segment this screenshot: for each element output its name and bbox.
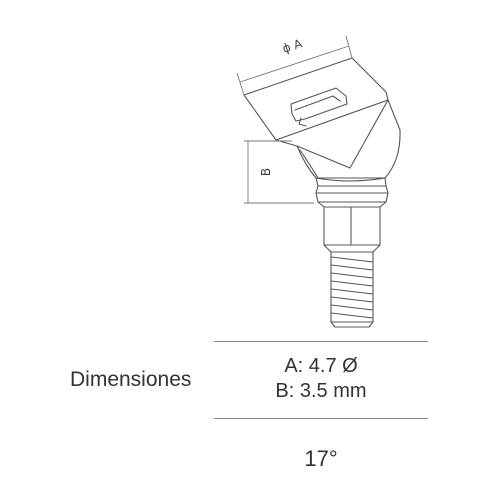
dimension-a-line <box>239 45 350 83</box>
abutment-collar <box>275 99 401 179</box>
dimension-a-label: ϕ A <box>281 36 305 56</box>
dimension-b-label: B <box>259 168 273 176</box>
screw-channel-detail <box>290 87 348 122</box>
spec-dimension-b: B: 3.5 mm <box>275 380 367 402</box>
abutment-top-platform <box>243 57 389 141</box>
spec-dimension-a: A: 4.7 Ø <box>284 355 358 377</box>
angle-value: 17° <box>304 446 338 471</box>
abutment-technical-drawing: ϕ A B <box>236 35 401 328</box>
dimension-a-extension-right <box>345 35 353 59</box>
dimension-a-extension-left <box>236 72 245 96</box>
hex-connection <box>323 206 381 246</box>
abutment-shoulder <box>315 177 387 187</box>
table-rule-top <box>214 341 428 342</box>
table-rule-bottom <box>214 418 428 419</box>
dimensions-label: Dimensiones <box>70 368 192 391</box>
threaded-shank <box>330 251 374 323</box>
